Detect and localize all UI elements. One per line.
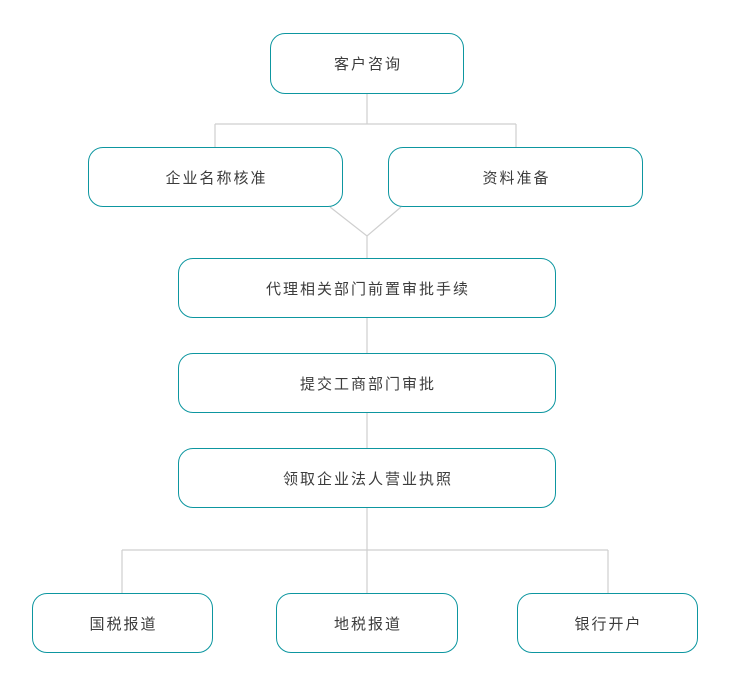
node-customer-consultation: 客户咨询: [270, 33, 464, 94]
node-obtain-business-license: 领取企业法人营业执照: [178, 448, 556, 508]
node-material-preparation: 资料准备: [388, 147, 643, 207]
connector-merge-v: [329, 206, 402, 237]
node-bank-account-opening: 银行开户: [517, 593, 698, 653]
node-pre-approval-procedures: 代理相关部门前置审批手续: [178, 258, 556, 318]
node-submit-industry-commerce: 提交工商部门审批: [178, 353, 556, 413]
node-local-tax-registration: 地税报道: [276, 593, 458, 653]
node-national-tax-registration: 国税报道: [32, 593, 213, 653]
node-company-name-approval: 企业名称核准: [88, 147, 343, 207]
